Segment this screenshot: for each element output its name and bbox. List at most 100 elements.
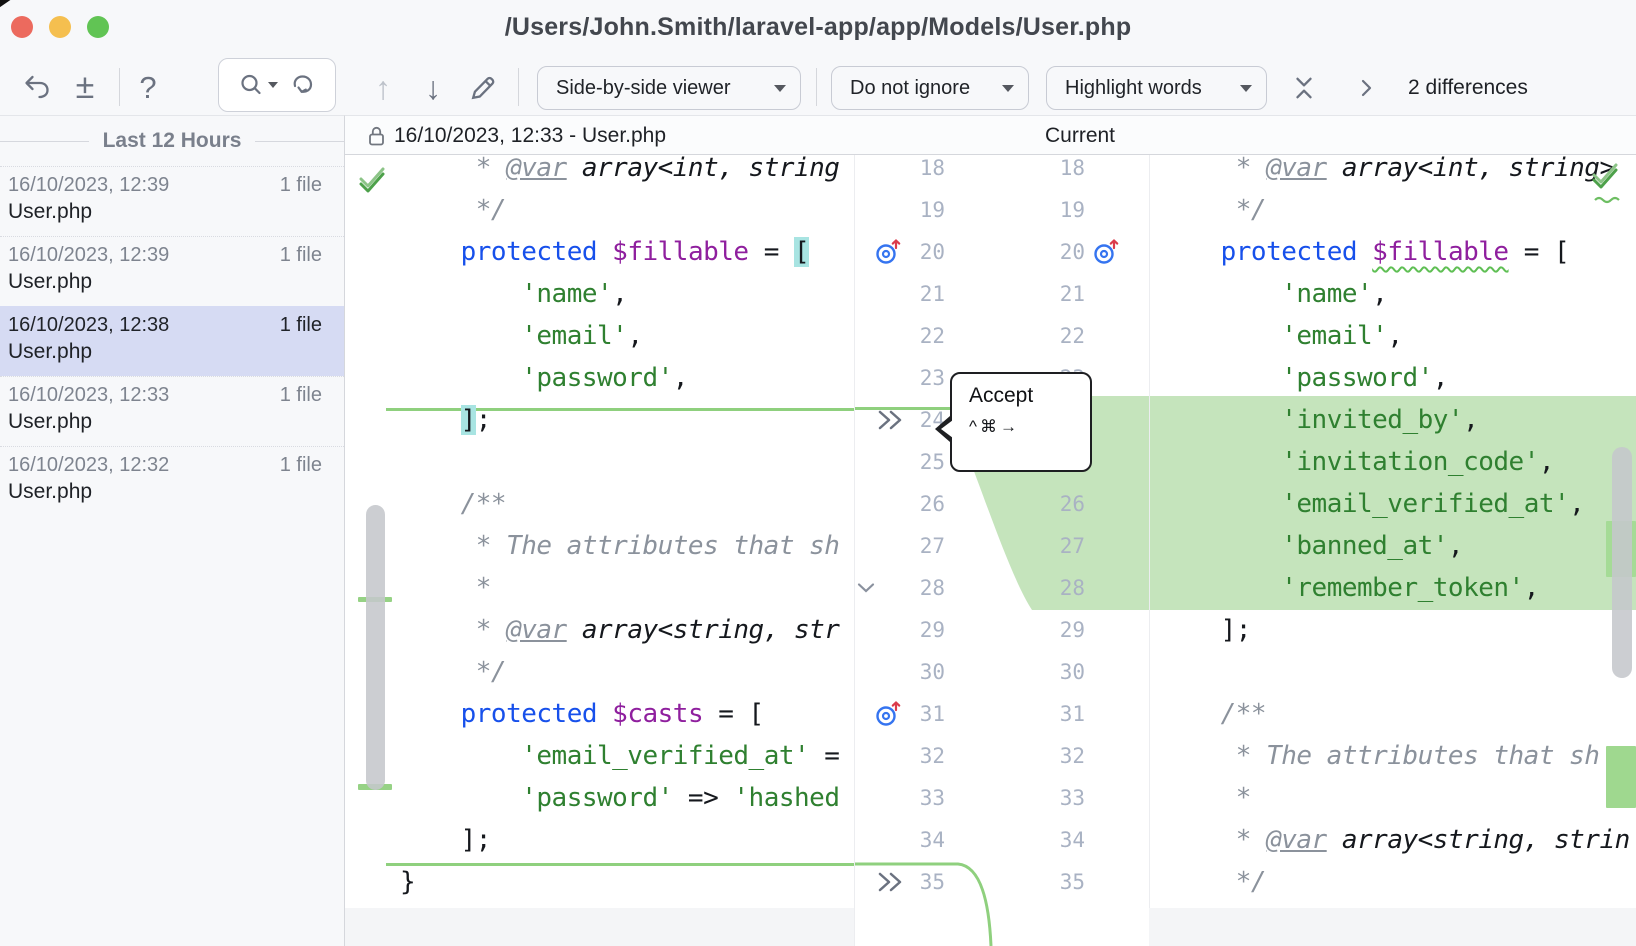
line-number-left: 34 <box>919 828 945 852</box>
code-token: $casts <box>612 699 704 729</box>
code-token: , <box>1463 405 1479 435</box>
previous-difference-button[interactable]: ↑ <box>366 68 400 108</box>
line-number-right: 18 <box>1059 156 1085 180</box>
zoom-window-button[interactable] <box>87 16 109 38</box>
line-number-right: 33 <box>1059 786 1085 810</box>
right-vertical-scrollbar-thumb[interactable] <box>1612 447 1632 678</box>
recursion-up-marker-icon <box>1094 239 1119 264</box>
arrow-up-icon: ↑ <box>375 70 391 106</box>
line-number-left: 30 <box>919 660 945 684</box>
code-line: ]; <box>1160 609 1252 651</box>
code-token: 'name' <box>521 279 613 309</box>
accept-change-arrows-icon <box>878 872 902 892</box>
code-line: */ <box>400 189 507 231</box>
accept-change-button[interactable] <box>872 399 906 441</box>
line-number-right: 20 <box>1059 240 1085 264</box>
left-horizontal-scrollbar[interactable] <box>345 908 854 946</box>
rollback-button[interactable] <box>288 72 316 98</box>
change-stripe-mark <box>1606 746 1636 808</box>
left-pane-title: 16/10/2023, 12:33 - User.php <box>368 116 666 156</box>
code-token: = [ <box>703 699 764 729</box>
code-token: , <box>1432 363 1449 393</box>
code-token: , <box>1523 573 1540 603</box>
gutter-marker <box>872 693 906 735</box>
code-token: , <box>1387 321 1403 351</box>
chevron-right-icon <box>1361 79 1372 97</box>
pane-divider <box>854 155 855 946</box>
code-token: array<int, string <box>566 155 840 183</box>
code-token: 'email' <box>521 321 628 351</box>
code-token: 'password' <box>1281 363 1433 393</box>
code-line: /** <box>1160 693 1267 735</box>
search-dropdown-caret-icon <box>268 82 278 88</box>
whitespace-ignore-dropdown[interactable]: Do not ignore <box>831 66 1029 110</box>
collapse-unchanged-button[interactable] <box>1286 70 1322 106</box>
code-token: */ <box>400 657 507 687</box>
highlight-mode-dropdown[interactable]: Highlight words <box>1046 66 1267 110</box>
accept-change-button[interactable] <box>872 861 906 903</box>
code-token: 'password' <box>521 363 673 393</box>
code-token: 'email' <box>1281 321 1388 351</box>
code-token <box>1160 405 1281 435</box>
code-token: * <box>1160 155 1267 183</box>
fold-region-button[interactable] <box>854 567 878 609</box>
search-group <box>218 58 336 112</box>
fold-chevron-down-icon <box>857 583 875 593</box>
code-line: 'invitation_code', <box>1160 441 1554 483</box>
close-window-button[interactable] <box>11 16 33 38</box>
left-vertical-scrollbar-thumb[interactable] <box>366 505 385 790</box>
edit-source-button[interactable] <box>464 68 502 108</box>
code-token <box>400 699 461 729</box>
code-token: , <box>672 363 689 393</box>
line-number-right: 34 <box>1059 828 1085 852</box>
right-code-pane[interactable]: * @var array<int, string> */ protected $… <box>1149 155 1636 946</box>
code-token: /** <box>1160 699 1267 729</box>
left-code-pane[interactable]: * @var array<int, string */ protected $f… <box>345 155 854 946</box>
code-token: protected <box>460 699 598 729</box>
line-number-right: 31 <box>1059 702 1085 726</box>
code-token: * The attributes that sh <box>1160 741 1600 771</box>
minimize-window-button[interactable] <box>49 16 71 38</box>
code-line: 'email', <box>400 315 643 357</box>
line-number-left: 27 <box>919 534 945 558</box>
change-separator-line <box>854 407 954 410</box>
highlight-mode-label: Highlight words <box>1065 76 1202 99</box>
code-line: 'name', <box>1160 273 1388 315</box>
right-horizontal-scrollbar[interactable] <box>1149 908 1636 946</box>
line-number-right: 22 <box>1059 324 1085 348</box>
line-number-left: 31 <box>919 702 945 726</box>
code-token: 'email_verified_at' <box>1281 489 1570 519</box>
line-number-right: 19 <box>1059 198 1085 222</box>
code-token <box>400 321 521 351</box>
code-line: 'password', <box>1160 357 1448 399</box>
toolbar-divider <box>816 68 817 106</box>
toolbar-divider <box>119 68 120 106</box>
line-number-right: 27 <box>1059 534 1085 558</box>
window-title: /Users/John.Smith/laravel-app/app/Models… <box>504 13 1132 41</box>
accept-tooltip-shortcut: ^⌘→ <box>969 417 1020 436</box>
code-line: * @var array<string, str <box>400 609 840 651</box>
revision-timestamp: 16/10/2023, 12:39 <box>8 174 170 196</box>
next-difference-button[interactable]: ↓ <box>416 68 450 108</box>
code-line: * The attributes that sh <box>1160 735 1600 777</box>
code-token <box>1160 363 1281 393</box>
line-number-right: 29 <box>1059 618 1085 642</box>
expand-panel-button[interactable] <box>1350 70 1382 106</box>
help-button[interactable]: ? <box>131 66 165 108</box>
expand-context-button[interactable]: ± <box>66 66 104 108</box>
search-button[interactable] <box>238 72 278 98</box>
revision-file-count: 1 file <box>279 244 322 266</box>
line-number-left: 32 <box>919 744 945 768</box>
right-pane-title: Current <box>1044 124 1116 147</box>
revert-button[interactable] <box>18 68 54 106</box>
code-token: = <box>809 741 840 771</box>
viewer-mode-dropdown[interactable]: Side-by-side viewer <box>537 66 801 110</box>
line-number-left: 20 <box>919 240 945 264</box>
undo-icon <box>25 75 49 99</box>
